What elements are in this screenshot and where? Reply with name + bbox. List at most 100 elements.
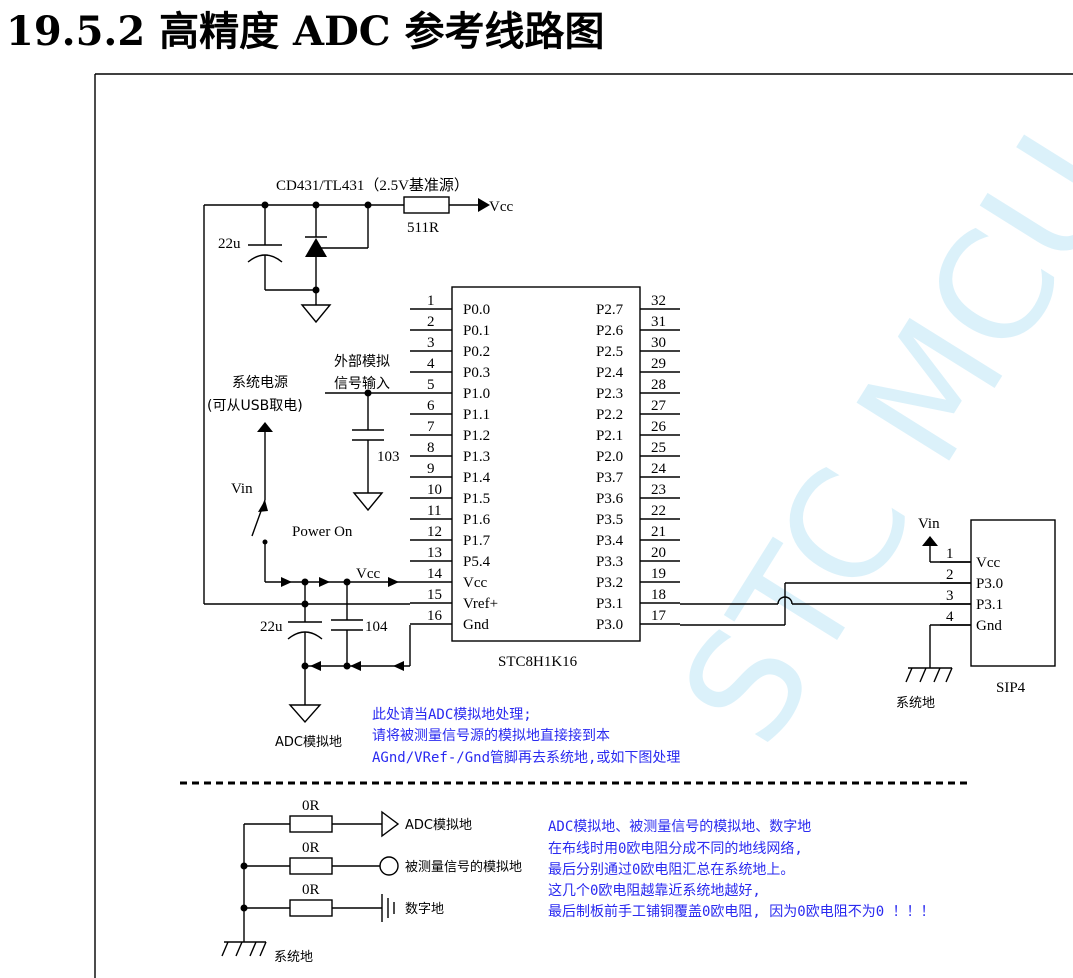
chip-pin-label: P1.0: [463, 386, 490, 402]
chip-pin-number: 25: [651, 440, 666, 456]
chip-pin-label: P3.0: [596, 617, 623, 633]
chip-pin-number: 21: [651, 524, 666, 540]
chip-pin-label: P3.1: [596, 596, 623, 612]
note-bottom-line5: 最后制板前手工铺铜覆盖0欧电阻, 因为0欧电阻不为0 ！！！: [548, 903, 935, 920]
bottom-digital-ground: 数字地: [405, 902, 444, 917]
input-label-line1: 外部模拟: [334, 354, 390, 370]
sip4-ground-label: 系统地: [896, 696, 935, 711]
chip-pin-label: P3.5: [596, 512, 623, 528]
chip-pin-number: 10: [427, 482, 442, 498]
chip-pin-number: 2: [427, 314, 435, 330]
chip-name: STC8H1K16: [498, 654, 578, 670]
sip4-body: [970, 519, 1056, 667]
note-bottom: ADC模拟地、被测量信号的模拟地、数字地 在布线时用0欧电阻分成不同的地线网络,…: [548, 819, 935, 920]
chip-pin-label: P1.2: [463, 428, 490, 444]
sip4-pin-number: 3: [946, 588, 954, 604]
power-cap2-label: 104: [365, 619, 388, 635]
signal-ground-circle: [379, 856, 399, 876]
bottom-system-ground: 系统地: [274, 950, 313, 965]
chip-left-pins: 1P0.02P0.13P0.24P0.35P1.06P1.17P1.28P1.3…: [410, 293, 498, 633]
bottom-resistor-3: 0R: [302, 882, 320, 898]
chip-pin-number: 28: [651, 377, 666, 393]
chip-pin-number: 14: [427, 566, 443, 582]
watermark: STC MCU: [649, 108, 1073, 772]
chip-pin-number: 11: [427, 503, 441, 519]
chip-pin-number: 5: [427, 377, 435, 393]
ground-ref: [300, 304, 332, 324]
chip-pin-label: P2.7: [596, 302, 624, 318]
chip-right-pins: 32P2.731P2.630P2.529P2.428P2.327P2.226P2…: [596, 293, 680, 633]
ground-input: [352, 492, 384, 512]
sip4-name: SIP4: [996, 680, 1026, 696]
sip4-pin-number: 2: [946, 567, 954, 583]
input-section: 外部模拟 信号输入 103: [325, 354, 410, 512]
sip4-pin-label: P3.0: [976, 576, 1003, 592]
frame: [94, 73, 1073, 978]
ref-vcc-label: Vcc: [489, 199, 513, 215]
resistor-511r: [403, 196, 450, 214]
sip4-pin-label: Gnd: [976, 618, 1002, 634]
chip-pin-label: P2.3: [596, 386, 623, 402]
chip-pin-number: 4: [427, 356, 435, 372]
ground-adc-arrow: [381, 810, 400, 838]
chip-pin-label: P2.5: [596, 344, 623, 360]
chip-pin-number: 23: [651, 482, 666, 498]
power-vin-label: Vin: [231, 481, 253, 497]
chip-pin-label: P1.7: [463, 533, 491, 549]
chip-pin-label: P2.2: [596, 407, 623, 423]
chip-pin-number: 3: [427, 335, 435, 351]
note-top-line1: 此处请当ADC模拟地处理;: [372, 707, 532, 723]
power-section: 系统电源 (可从USB取电) Vin Power On Vcc 22u 104: [207, 375, 411, 750]
chip-pin-number: 26: [651, 419, 667, 435]
note-top-line3: AGnd/VRef-/Gnd管脚再去系统地,或如下图处理: [372, 750, 680, 766]
note-bottom-line3: 最后分别通过0欧电阻汇总在系统地上。: [548, 862, 794, 878]
chip-pin-number: 19: [651, 566, 666, 582]
note-top: 此处请当ADC模拟地处理; 请将被测量信号源的模拟地直接接到本 AGnd/VRe…: [372, 707, 680, 766]
power-arrow-up: [257, 422, 273, 432]
chip-pin-number: 32: [651, 293, 666, 309]
reference-section: CD431/TL431（2.5V基准源） Vcc 511R 22u: [203, 177, 513, 605]
chip-pin-number: 1: [427, 293, 435, 309]
chip-pin-label: P3.4: [596, 533, 624, 549]
ref-part-label: CD431/TL431（2.5V基准源）: [276, 177, 469, 194]
sip4-pin-number: 4: [946, 609, 954, 625]
note-bottom-line1: ADC模拟地、被测量信号的模拟地、数字地: [548, 819, 811, 835]
chip-pin-label: P2.1: [596, 428, 623, 444]
chip-pin-label: Vcc: [463, 575, 487, 591]
chip-pin-label: P2.4: [596, 365, 624, 381]
chip-pin-number: 6: [427, 398, 435, 414]
chip-body: [451, 286, 641, 642]
bottom-resistor-2: 0R: [302, 840, 320, 856]
power-switch-label: Power On: [292, 524, 353, 540]
resistor-0r-2: [289, 857, 333, 875]
chip-pin-label: P1.1: [463, 407, 490, 423]
chip-pin-label: P1.3: [463, 449, 490, 465]
chip-pin-label: Vref+: [463, 596, 498, 612]
note-bottom-line2: 在布线时用0欧电阻分成不同的地线网络,: [548, 841, 803, 857]
chip-pin-label: P0.2: [463, 344, 490, 360]
chip: STC8H1K16 1P0.02P0.13P0.24P0.35P1.06P1.1…: [410, 286, 680, 670]
chip-pin-label: P1.6: [463, 512, 491, 528]
resistor-0r-3: [289, 899, 333, 917]
sip4-pin-number: 1: [946, 546, 954, 562]
chip-pin-label: P2.6: [596, 323, 624, 339]
chip-pin-label: P3.7: [596, 470, 624, 486]
chip-pin-number: 15: [427, 587, 442, 603]
chip-pin-number: 24: [651, 461, 667, 477]
chip-pin-number: 9: [427, 461, 435, 477]
power-vcc-label: Vcc: [356, 566, 380, 582]
sip4-pin-label: P3.1: [976, 597, 1003, 613]
ref-cap-label: 22u: [218, 236, 241, 252]
vcc-arrow-ref: [478, 198, 490, 212]
bottom-adc-ground: ADC模拟地: [405, 818, 472, 833]
power-cap1-label: 22u: [260, 619, 283, 635]
chip-pin-number: 29: [651, 356, 666, 372]
chip-pin-number: 8: [427, 440, 435, 456]
chip-pin-label: P1.4: [463, 470, 491, 486]
chip-pin-label: P0.0: [463, 302, 490, 318]
chip-pin-number: 22: [651, 503, 666, 519]
chip-pin-label: P3.6: [596, 491, 624, 507]
chip-pin-label: P2.0: [596, 449, 623, 465]
